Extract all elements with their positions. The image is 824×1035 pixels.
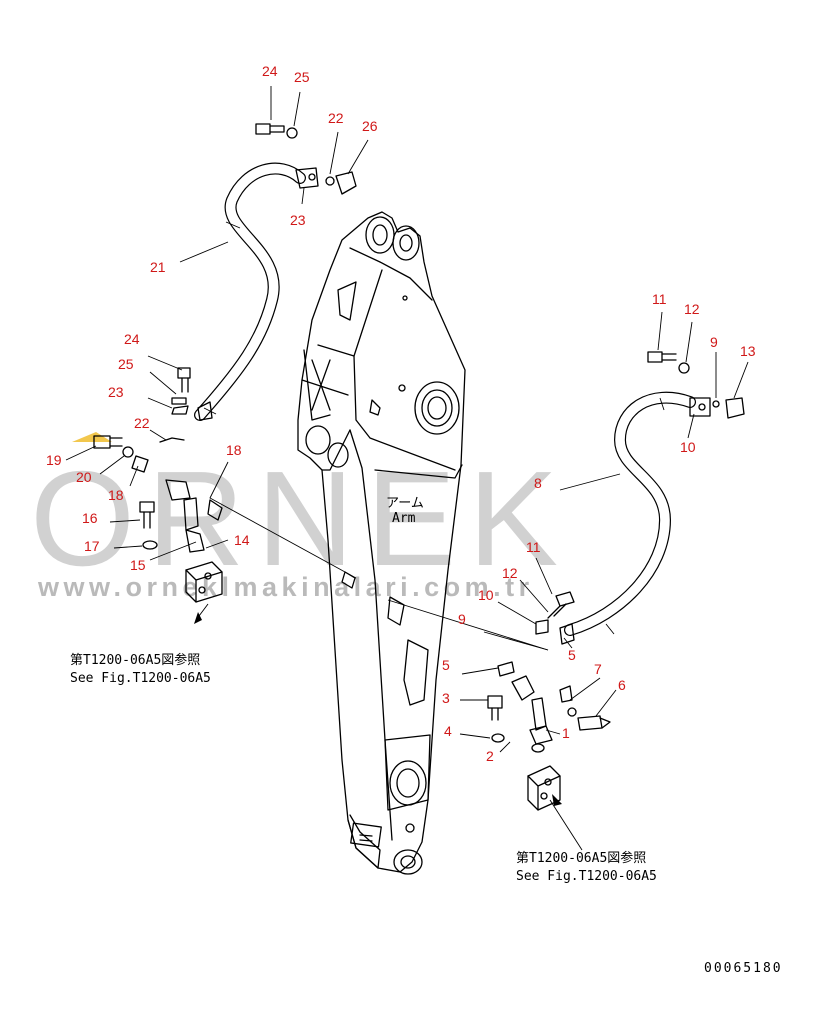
callout-16: 16 xyxy=(82,510,98,526)
callout-4: 4 xyxy=(444,723,452,739)
hardware-parts xyxy=(93,123,745,811)
callout-2: 2 xyxy=(486,748,494,764)
reference-left-en: See Fig.T1200-06A5 xyxy=(70,671,211,686)
callout-13: 13 xyxy=(740,343,756,359)
callout-25: 25 xyxy=(118,356,134,372)
callout-14: 14 xyxy=(234,532,250,548)
watermark-logo-mark xyxy=(72,432,112,442)
reference-note-left: 第T1200-06A5図参照 See Fig.T1200-06A5 xyxy=(70,652,211,686)
callout-20: 20 xyxy=(76,469,92,485)
callout-3: 3 xyxy=(442,690,450,706)
arm-label-en: Arm xyxy=(392,511,416,526)
watermark-brand: ORNEK xyxy=(30,443,570,594)
callout-11: 11 xyxy=(652,291,667,307)
callout-12: 12 xyxy=(684,301,700,317)
arm-body xyxy=(207,211,466,875)
callout-12: 12 xyxy=(502,565,518,581)
callout-8: 8 xyxy=(534,475,542,491)
callout-24: 24 xyxy=(262,63,278,79)
callout-numbers: 24 25 22 26 23 21 24 25 23 22 19 20 18 1… xyxy=(46,63,756,764)
callout-9: 9 xyxy=(458,611,466,627)
hose-8 xyxy=(564,391,696,636)
reference-arrow-right xyxy=(552,794,562,806)
reference-right-en: See Fig.T1200-06A5 xyxy=(516,869,657,884)
drawing-number: 00065180 xyxy=(704,961,783,976)
callout-10: 10 xyxy=(680,439,696,455)
callout-10: 10 xyxy=(478,587,494,603)
callout-15: 15 xyxy=(130,557,146,573)
callout-18: 18 xyxy=(226,442,242,458)
callout-11: 11 xyxy=(526,539,541,555)
watermark: ORNEK www.orneklmakinalari.com.tr xyxy=(30,432,570,602)
callout-18: 18 xyxy=(108,487,124,503)
reference-right-jp: 第T1200-06A5図参照 xyxy=(516,850,646,866)
watermark-url: www.orneklmakinalari.com.tr xyxy=(37,572,534,602)
callout-9: 9 xyxy=(710,334,718,350)
callout-22: 22 xyxy=(134,415,150,431)
callout-17: 17 xyxy=(84,538,100,554)
callout-5: 5 xyxy=(442,657,450,673)
callout-23: 23 xyxy=(290,212,306,228)
callout-25: 25 xyxy=(294,69,310,85)
reference-left-jp: 第T1200-06A5図参照 xyxy=(70,652,200,668)
callout-22: 22 xyxy=(328,110,344,126)
callout-7: 7 xyxy=(594,661,602,677)
callout-21: 21 xyxy=(150,259,166,275)
callout-23: 23 xyxy=(108,384,124,400)
callout-5: 5 xyxy=(568,647,576,663)
callout-1: 1 xyxy=(562,725,570,741)
arm-label-jp: アーム xyxy=(386,496,424,511)
hose-21 xyxy=(194,162,306,421)
reference-note-right: 第T1200-06A5図参照 See Fig.T1200-06A5 xyxy=(516,850,657,884)
leader-lines xyxy=(65,86,749,851)
callout-6: 6 xyxy=(618,677,626,693)
callout-26: 26 xyxy=(362,118,378,134)
callout-19: 19 xyxy=(46,452,62,468)
reference-arrow-left xyxy=(194,612,202,624)
callout-24: 24 xyxy=(124,331,140,347)
